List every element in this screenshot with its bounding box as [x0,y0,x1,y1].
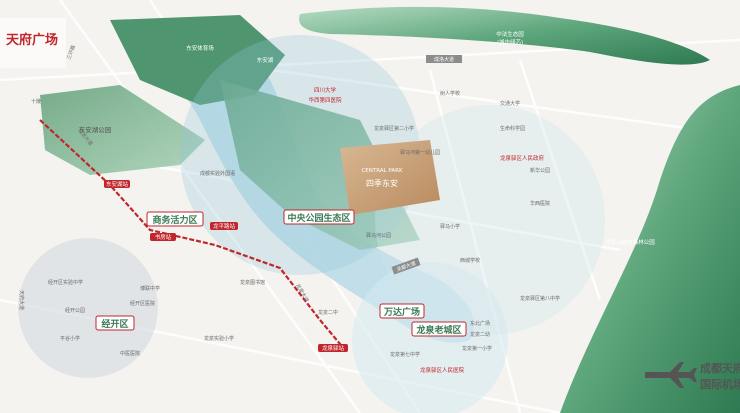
park-dongan [40,85,205,175]
poi-yima-school: 驿马小学 [440,223,460,230]
poi-zhongfa: 中法生态园 [496,30,524,38]
station-dongan: 东安湖站 [106,180,129,188]
poi-jiaotong: 交通大学 [500,100,520,107]
poi-shengming: 生命科学园 [500,125,525,132]
corner-logo: 天府广场 [0,18,66,68]
road-chengluo: 成洛大道 [434,56,454,63]
district-central: 中央公园生态区 [287,212,350,224]
poi-nursery: 龙泉二幼 [470,331,490,338]
station-shuqing: 书房站 [155,233,172,241]
poi-hospital4: 华西第四医院 [308,96,342,104]
district-jingkai-box[interactable] [95,315,135,331]
poi-govt-hospital: 龙泉驿区人民医院 [420,366,465,374]
road-ring3: 三环路 [65,44,77,61]
poi-tiexin: 龙泉驿区第八中学 [520,295,560,302]
district-jingkai: 经开区 [101,318,128,330]
poi-xinhua: 新华公园 [530,167,550,174]
poi-kinder1: 驿马河第一幼儿园 [400,149,440,156]
road-tianfu: 天府大道 [18,290,25,310]
poi-shili: 十陵 [31,98,41,105]
poi-sichuan-univ: 四川大学 [314,86,337,94]
park-north [110,15,285,105]
project-brand-cn: 四季东安 [366,178,398,188]
station-longquan: 龙泉驿站 [322,344,345,352]
district-oldtown: 龙泉老城区 [415,324,461,336]
poi-jing-hospital: 经开区医院 [130,300,155,307]
poi-xicheng: 西城学校 [460,257,480,264]
poi-longquan-two: 龙泉二中 [318,309,338,316]
airport-block: 成都天府 国际机场 [645,361,740,391]
poi-library: 龙泉图书馆 [240,279,265,286]
poi-jingkai-school: 经开区实验中学 [48,279,83,286]
district-labels: 商务活力区 中央公园生态区 万达广场 龙泉老城区 经开区 [95,209,467,337]
poi-zhongyi: 中医医院 [120,350,140,357]
poi-longquan-seven: 龙泉第七中学 [390,351,420,358]
district-commerce: 商务活力区 [152,214,197,226]
district-wanda: 万达广场 [383,306,420,318]
road-longquan-ave: 龙泉大道 [294,283,310,304]
poi-yima-park: 驿马河公园 [366,232,391,239]
airport-line1: 成都天府 [700,361,740,375]
poi-school2: 龙泉驿区第二小学 [374,125,414,132]
poi-stadium: 东安体育场 [186,44,214,52]
poi-dongan-park: 东安湖公园 [79,125,112,134]
poi-pinggu: 平谷小学 [60,335,80,342]
circle-oldtown [352,262,508,413]
corner-title: 天府广场 [6,32,58,48]
poi-jing-park: 经开公园 [65,307,85,314]
poi-no1: 龙泉第一小学 [462,345,492,352]
station-longping: 龙平路站 [213,222,236,230]
poi-huaxi: 华西医院 [530,200,550,207]
poi-expt: 龙泉实验小学 [204,335,234,342]
metro-stations: 东安湖站 书房站 龙平路站 龙泉驿站 [104,180,348,352]
airport-line2: 国际机场 [700,377,740,391]
forest-belt-top [299,6,710,65]
poi-labels: 东安湖公园 东安体育场 东安湖 四川大学 华西第四医院 龙泉驿区第二小学 驿马河… [31,30,655,374]
circle-north [180,35,420,275]
poi-govt: 龙泉驿区人民政府 [500,154,545,162]
district-commerce-box[interactable] [146,211,204,227]
district-oldtown-box[interactable] [411,321,467,337]
poi-zhongfa-sub: (城市绿芯) [497,38,523,46]
poi-shuren: 树人学校 [440,90,460,97]
poi-dongbei: 东北广场 [470,320,490,327]
circle-jingkai [18,238,158,378]
forest-belt [560,85,740,413]
poi-chengdu-expt: 成都实验外国语 [200,170,235,177]
district-central-box[interactable] [283,209,355,225]
district-wanda-box[interactable] [379,303,425,319]
poi-forest: 龙泉山城市森林公园 [605,238,655,246]
poi-lake-north: 东安湖 [257,56,274,64]
poi-bolian: 博联中学 [140,285,160,292]
airplane-icon [645,362,697,388]
project-block[interactable] [340,140,440,215]
project-brand-en: CENTRAL PARK [361,168,403,174]
